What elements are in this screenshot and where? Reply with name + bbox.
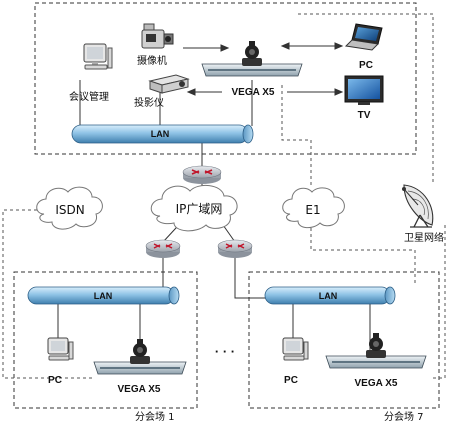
main-pc-label: PC <box>359 60 373 71</box>
site1-codec-label: VEGA X5 <box>118 384 161 395</box>
camcorder-icon <box>141 23 174 49</box>
router-icon <box>182 165 222 184</box>
site1-lan-pipe <box>27 286 180 305</box>
main-arrows <box>183 42 344 96</box>
isdn-cloud-icon <box>36 186 103 230</box>
tv-icon <box>344 75 384 105</box>
main-tv-label: TV <box>358 110 371 121</box>
vega-codec-icon <box>93 339 187 375</box>
dashed-links <box>2 13 446 379</box>
isdn-label: ISDN <box>55 203 84 217</box>
router-icon <box>145 239 181 258</box>
site7-codec-label: VEGA X5 <box>355 378 398 389</box>
site7-pc-label: PC <box>284 375 298 386</box>
conf-mgmt-label: 会议管理 <box>69 90 109 103</box>
ip-wan-label: IP广域网 <box>176 202 223 216</box>
site1-boundary <box>13 271 198 409</box>
site1-name: 分会场 1 <box>135 410 175 423</box>
site1-pc-label: PC <box>48 375 62 386</box>
main-codec-label: VEGA X5 <box>232 87 275 98</box>
site7-boundary <box>248 271 440 409</box>
desktop-pc-icon <box>83 43 113 70</box>
e1-cloud-icon <box>282 187 345 229</box>
camera-label: 摄像机 <box>137 54 167 67</box>
site1-lan-label: LAN <box>94 291 113 301</box>
vega-codec-icon <box>201 41 303 77</box>
e1-label: E1 <box>305 203 320 217</box>
main-lan-pipe <box>71 124 254 144</box>
more-sites-ellipsis: · · · <box>215 344 235 359</box>
laptop-icon <box>344 23 383 51</box>
desktop-pc-icon <box>47 337 74 361</box>
router-icon <box>217 239 253 258</box>
site7-name: 分会场 7 <box>384 410 424 423</box>
projector-icon <box>148 74 190 94</box>
satellite-label: 卫星网络 <box>404 231 444 244</box>
desktop-pc-icon <box>282 337 309 361</box>
vega-codec-icon <box>325 333 427 369</box>
projector-label: 投影仪 <box>134 96 164 109</box>
satellite-dish-icon <box>402 184 434 228</box>
site7-lan-pipe <box>264 286 396 305</box>
ip-wan-cloud-icon <box>150 184 238 232</box>
site7-lan-label: LAN <box>319 291 338 301</box>
main-site-boundary <box>34 2 417 155</box>
main-lan-label: LAN <box>151 129 170 139</box>
